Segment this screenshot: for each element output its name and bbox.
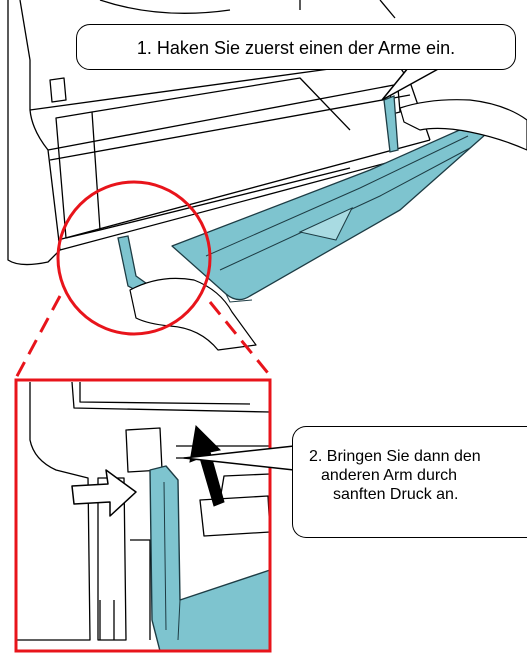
highlight-circle xyxy=(56,180,212,336)
callout-tails xyxy=(183,67,441,471)
right-arrow-icon xyxy=(71,469,137,517)
callout-step-2: 2. Bringen Sie dann den anderen Arm durc… xyxy=(292,426,527,538)
hand-left xyxy=(129,277,257,351)
stacker-tray xyxy=(117,95,489,303)
scanner-body xyxy=(7,0,436,266)
tray-surface xyxy=(171,119,489,301)
hand-right xyxy=(399,99,527,151)
callout-step-2-line-3: sanften Druck an. xyxy=(333,486,459,503)
callout-step-2-line-1: 2. Bringen Sie dann den xyxy=(309,448,481,465)
zoom-guides xyxy=(14,295,274,379)
callout-step-1: 1. Haken Sie zuerst einen der Arme ein. xyxy=(76,24,516,70)
right-arm xyxy=(383,95,399,153)
detail-inset xyxy=(14,378,272,653)
callout-step-2-line-2: anderen Arm durch xyxy=(321,467,458,484)
inset-frame xyxy=(14,378,272,653)
